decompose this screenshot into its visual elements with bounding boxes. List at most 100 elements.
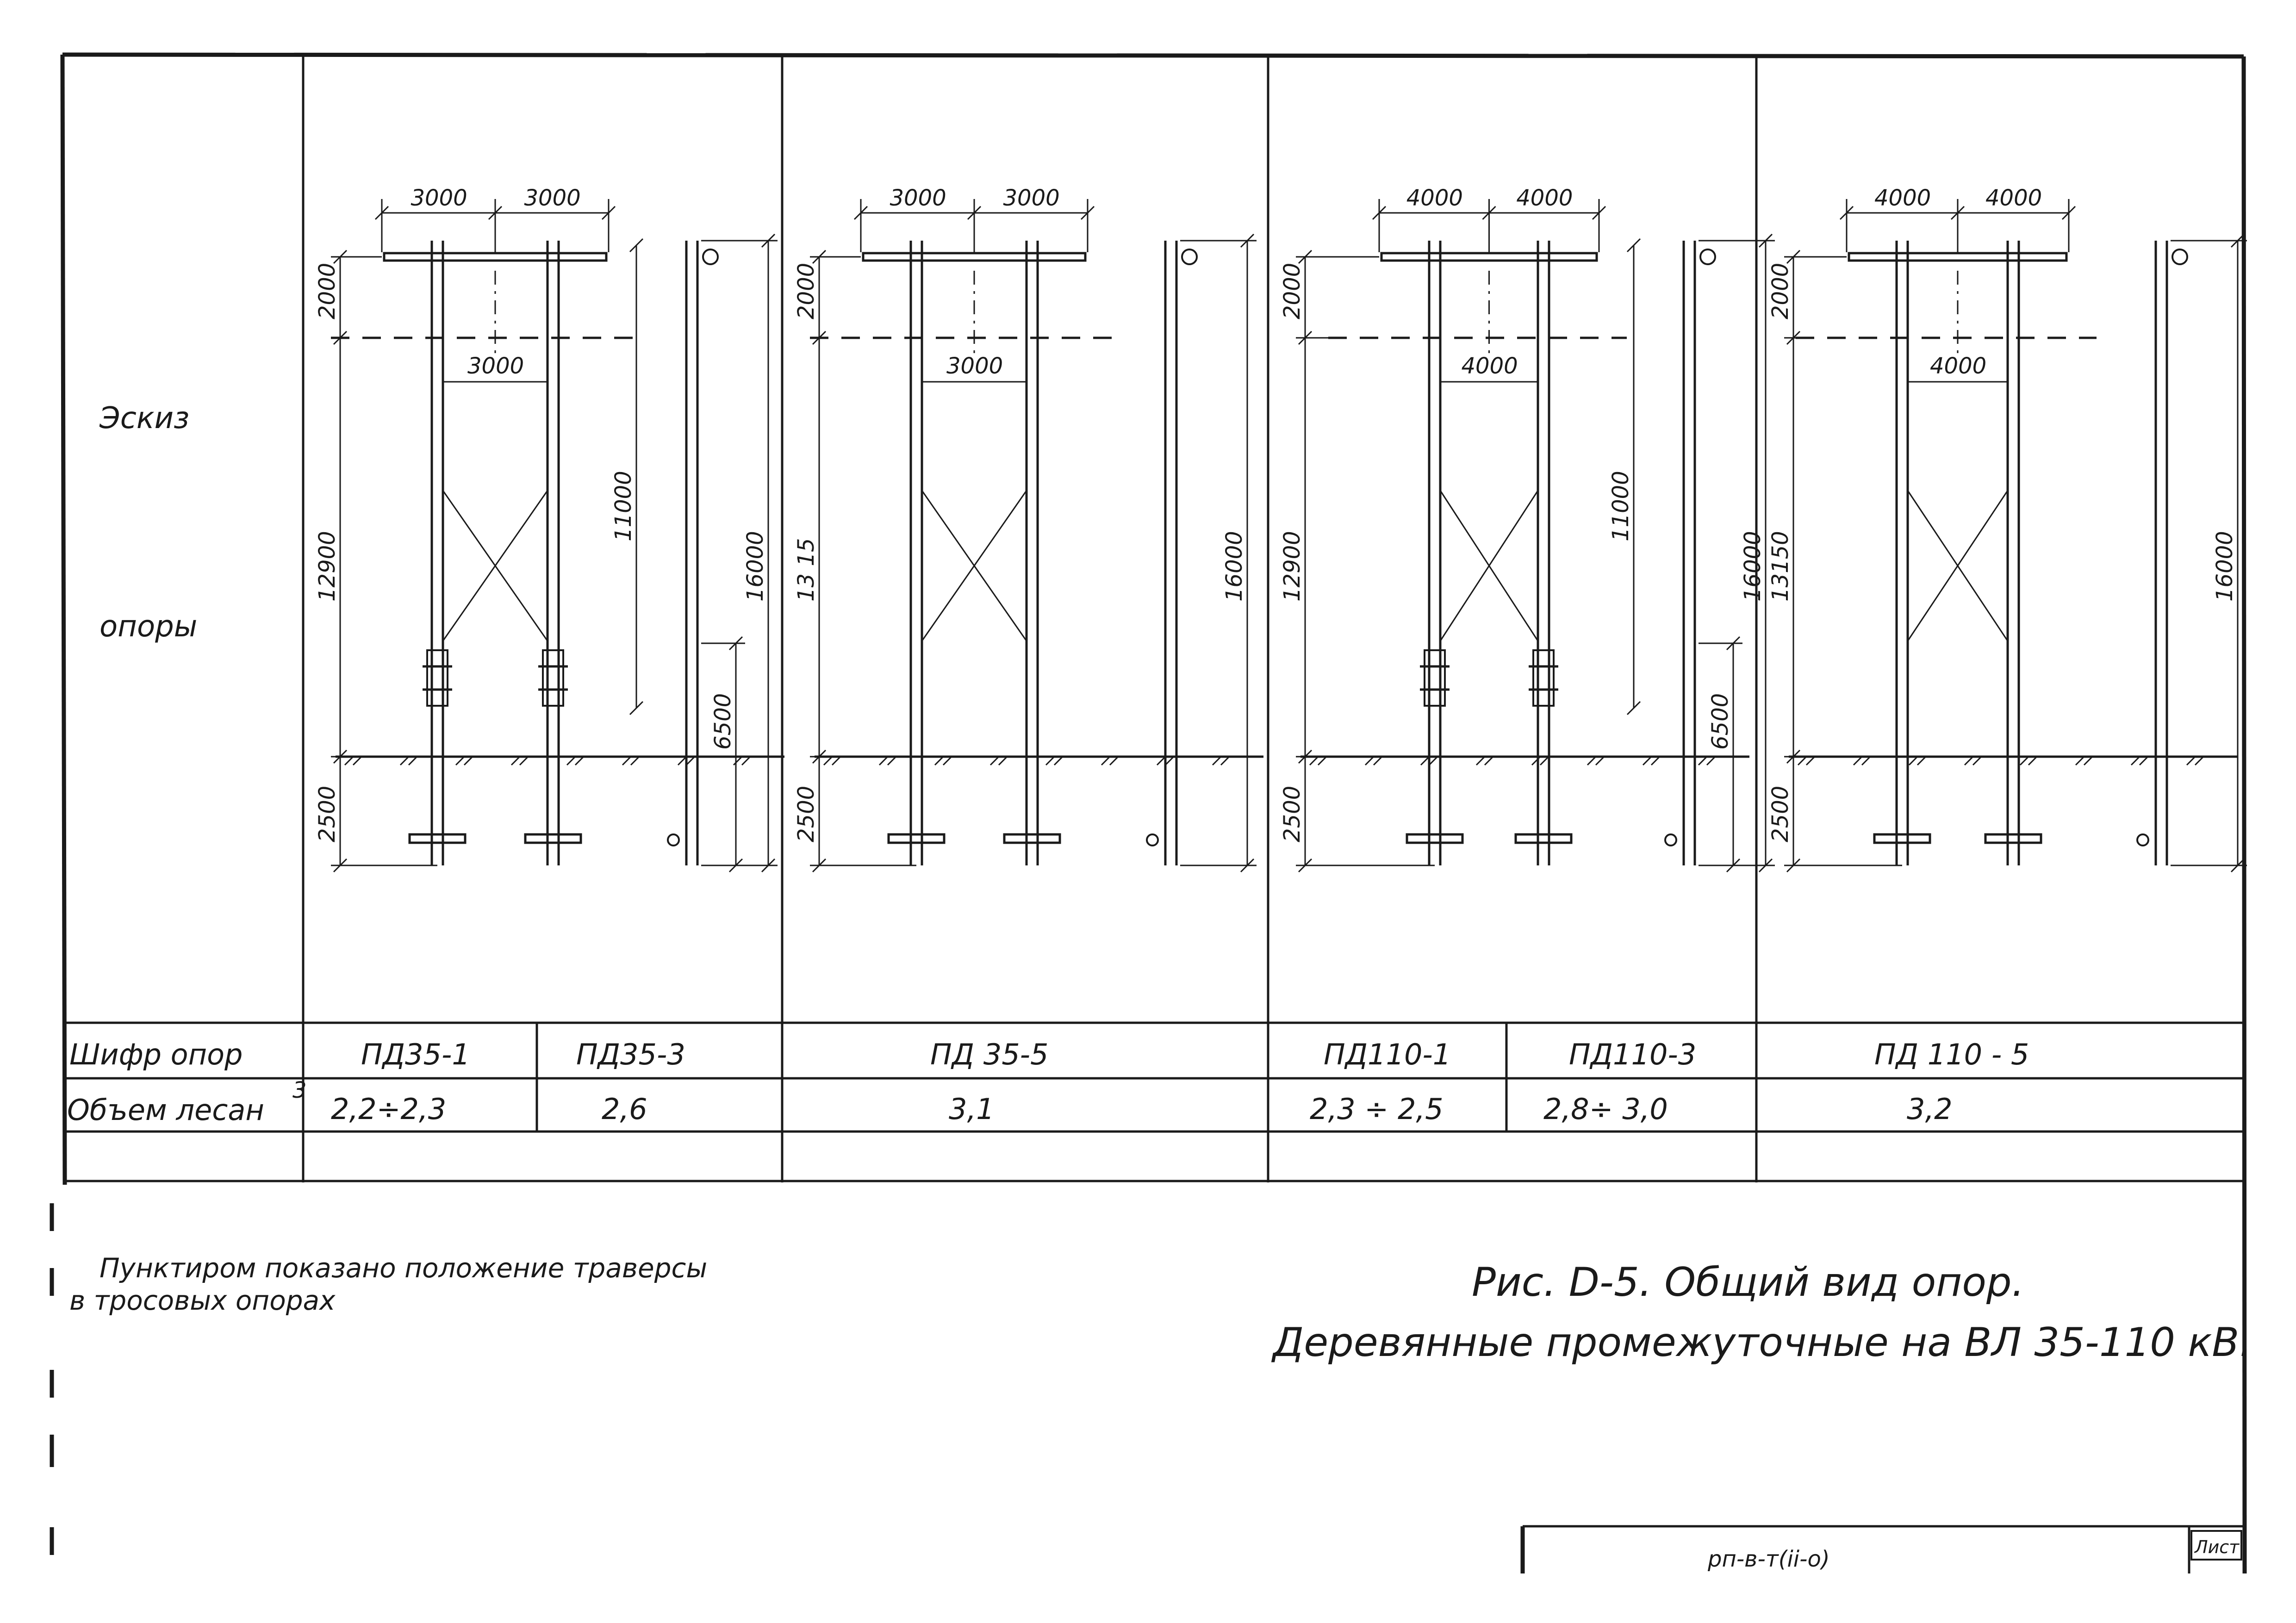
dim-drop: 2000: [793, 263, 819, 319]
ground-hatch: [463, 756, 473, 766]
support-code-6: ПД 110 - 5: [1874, 1038, 2029, 1071]
ground-hatch: [1364, 756, 1375, 766]
row-labels: Эскиз опоры Шифр опор Объем лесан 3: [67, 401, 307, 1127]
anchor-plate: [408, 833, 467, 844]
ground-hatch: [1650, 756, 1661, 766]
ground-hatch: [1045, 756, 1055, 766]
ground-hatch: [1428, 756, 1438, 766]
crossarm: [862, 252, 1087, 262]
title-stamp: рп-в-т(ii-о) Лист: [1707, 1530, 2242, 1572]
ground-hatch: [1212, 756, 1222, 766]
side-anchor-ring: [667, 833, 680, 846]
ground-hatch: [1309, 756, 1319, 766]
ground-hatch: [998, 756, 1008, 766]
cross-brace: [442, 490, 548, 641]
stamp-sheet-box: [2190, 1530, 2242, 1561]
dimension-tick: [1240, 858, 1255, 873]
ground-hatch: [399, 756, 410, 766]
ground-hatch: [2075, 756, 2085, 766]
dim-depth: 2500: [1767, 786, 1793, 842]
dimension-tick: [1758, 233, 1773, 248]
ground-hatch: [741, 756, 751, 766]
dimension-tick: [2230, 858, 2245, 873]
dimension-tick: [761, 858, 776, 873]
dimension-tick: [1298, 249, 1313, 264]
note-line2: в тросовых опорах: [69, 1285, 336, 1316]
dim-height: 13150: [1767, 531, 1793, 602]
insulator-ring: [1699, 249, 1716, 265]
dim-arm-left: 3000: [890, 185, 946, 211]
dim-height: 12900: [314, 531, 340, 602]
ground-hatch: [1642, 756, 1652, 766]
table-grid: [64, 56, 2244, 1182]
dimension-tick: [1758, 858, 1773, 873]
ground-hatch: [2130, 756, 2140, 766]
dim-side-upper: 11000: [1608, 471, 1634, 541]
ground-hatch: [1861, 756, 1871, 766]
dim-depth: 2500: [314, 786, 340, 842]
note-line1: Пунктиром показано положение траверсы: [100, 1252, 707, 1284]
dimension-tick: [374, 205, 389, 220]
caption-line1: Рис. D-5. Общий вид опор.: [1472, 1259, 2024, 1306]
dim-gap: 4000: [1930, 353, 1986, 379]
dim-drop: 2000: [1279, 263, 1305, 319]
ground-hatch: [934, 756, 944, 766]
ground-hatch: [408, 756, 418, 766]
dimension-tick: [1372, 205, 1387, 220]
side-anchor-ring: [1146, 833, 1159, 846]
crossarm: [383, 252, 608, 262]
ground-hatch: [622, 756, 632, 766]
dim-gap: 3000: [467, 353, 524, 379]
dim-side-upper: 11000: [610, 471, 636, 541]
dimension-tick: [1298, 330, 1313, 345]
dim-drop: 2000: [314, 263, 340, 319]
ground-hatch: [2186, 756, 2196, 766]
ground-hatch: [1539, 756, 1549, 766]
ground-hatch: [677, 756, 687, 766]
ground-hatch: [1053, 756, 1064, 766]
insulator-ring: [702, 249, 719, 265]
dimension-tick: [2061, 205, 2076, 220]
dim-arm-right: 3000: [524, 185, 581, 211]
caption-line2: Деревянные промежуточные на ВЛ 35-110 кВ…: [1271, 1319, 2252, 1366]
support-code-4: ПД110-1: [1324, 1038, 1451, 1071]
dimension-tick: [1626, 238, 1641, 253]
figure-caption: Рис. D-5. Общий вид опор. Деревянные про…: [1271, 1259, 2252, 1366]
dimension-tick: [1298, 749, 1313, 764]
ground-hatch: [630, 756, 640, 766]
dimension-tick: [967, 205, 982, 220]
ground-hatch: [1698, 756, 1708, 766]
dimension-tick: [1298, 858, 1313, 873]
dimension-tick: [1240, 233, 1255, 248]
dimension-tick: [333, 249, 348, 264]
dimension-tick: [333, 749, 348, 764]
ground-hatch: [1797, 756, 1807, 766]
anchor-plate: [1003, 833, 1061, 844]
support-code-1: ПД35-1: [361, 1038, 470, 1071]
dimension-tick: [1726, 858, 1741, 873]
ground-hatch: [1475, 756, 1486, 766]
anchor-plate: [1514, 833, 1573, 844]
anchor-plate: [1406, 833, 1464, 844]
cross-brace: [1907, 490, 2009, 641]
dim-side-lower: 6500: [710, 693, 736, 750]
dimension-tick: [488, 205, 503, 220]
dimension-tick: [1786, 249, 1801, 264]
dim-arm-left: 3000: [411, 185, 467, 211]
ground-hatch: [1805, 756, 1816, 766]
support-volume-2: 2,6: [602, 1092, 647, 1126]
support-volume-3: 3,1: [949, 1092, 995, 1126]
insulator-ring: [1181, 249, 1198, 265]
volume-label: Объем лесан: [67, 1093, 264, 1127]
ground-hatch: [510, 756, 521, 766]
dimension-tick: [333, 858, 348, 873]
dimension-tick: [1786, 330, 1801, 345]
ground-hatch: [1109, 756, 1119, 766]
dimension-tick: [1726, 636, 1741, 651]
ground-hatch: [887, 756, 897, 766]
sheet-frame: [50, 52, 2247, 1574]
